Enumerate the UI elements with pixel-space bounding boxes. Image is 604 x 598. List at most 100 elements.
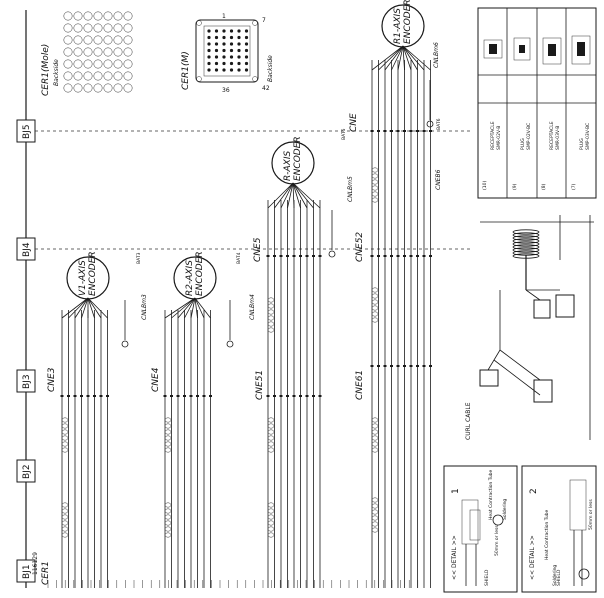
shield-ring [371,191,379,197]
cable-coil-turn [512,241,540,247]
shield-ring [61,508,69,514]
m-pin [214,68,219,72]
encoder-fan-wire [194,297,211,319]
svg-text:SHIELD: SHIELD [484,569,490,586]
mole-pin [123,71,133,81]
shield-ring [267,526,275,532]
svg-text:7: 7 [262,17,266,24]
mole-pin [93,71,103,81]
m-pin [207,48,211,53]
encoder-fan-wire [402,45,425,71]
shield-ring [164,429,172,435]
m-pin [222,42,226,46]
bj5-label: BJ5 [16,119,36,143]
shield-ring [61,520,69,526]
wire-mark [377,130,380,132]
mole-pin [103,11,113,21]
shield-ring [61,441,69,447]
shield-ring [164,514,172,520]
wire-mark [163,395,167,397]
m-pin [207,55,211,59]
mole-pin [83,35,93,45]
svg-text:SMP-02V-BC: SMP-02V-BC [526,123,532,150]
wire-mark [429,130,432,132]
m-pin [207,61,211,66]
svg-text:CER1(M): CER1(M) [181,51,191,90]
m-pin [214,48,219,53]
m-pin [207,35,211,40]
svg-text:R2-AXIS: R2-AXIS [185,260,195,296]
shield-ring [267,532,275,538]
encoder-fan-wire [190,297,196,319]
svg-text:36: 36 [222,87,230,94]
m-pin [222,68,226,72]
wire-mark [279,255,283,257]
wire-mark [422,255,426,257]
encoder-fan-wire [68,297,89,319]
shield-ring [371,441,379,447]
mole-pin [73,47,83,57]
wire-mark [409,130,413,132]
m-pin [214,55,219,59]
mole-pin [103,47,113,57]
battery-terminal [328,250,336,258]
svg-text:R-AXIS: R-AXIS [283,151,293,181]
m-pin [222,61,226,66]
shield-ring [61,526,69,532]
svg-text:CURL CABLE: CURL CABLE [465,402,472,440]
mole-pin [123,83,133,93]
mole-pin [83,83,93,93]
svg-text:CER1(Mole): CER1(Mole) [41,44,51,96]
mole-pin [63,23,73,33]
wire-mark [273,395,276,397]
shield-ring [61,447,69,453]
mole-pin [83,59,93,69]
mole-pin [93,83,103,93]
shield-ring [371,287,379,293]
svg-text:CNLBm4: CNLBm4 [249,294,256,320]
m-pin [244,48,249,53]
mole-pin [73,11,83,21]
mole-pin [123,23,133,33]
m-pin [237,35,241,40]
shield-ring [371,417,379,423]
m-pin [207,29,211,33]
svg-text:50mm or less: 50mm or less [588,499,594,530]
encoder-fan-wire [177,297,196,319]
shield-ring [61,502,69,508]
wire-mark [286,395,289,397]
connector-labels: CNLBm6 CNLBm5 CNLBm3 CNLBm4 CNE CNEB6 CN… [41,42,442,585]
shield-ring [371,173,379,179]
shield-ring [371,167,379,173]
mole-pin [103,83,113,93]
m-pin [244,42,249,46]
shield-ring [267,508,275,514]
cable-coil-turn [512,238,540,244]
wire-mark [196,395,199,397]
shield-ring [267,417,275,423]
wire-mark [183,395,186,397]
cer1-m-housing [195,19,259,83]
shield-ring [61,514,69,520]
wire-mark [370,130,374,132]
mole-pin [83,71,93,81]
svg-text:SMP-03V-BC: SMP-03V-BC [585,123,591,150]
shield-ring [61,423,69,429]
m-pin [244,29,249,33]
wire-mark [292,255,296,257]
shield-ring [267,327,275,333]
shield-ring [371,429,379,435]
svg-text:CNLBm5: CNLBm5 [347,176,354,202]
svg-text:SMR-02V-B: SMR-02V-B [496,126,502,150]
shield-ring [371,311,379,317]
encoder-fan-wire [378,45,404,71]
m-pin [244,61,249,66]
shield-ring [371,197,379,203]
mole-pin [123,59,133,69]
wire-mark [86,395,90,397]
mole-pin [63,35,73,45]
mole-pin [113,11,123,21]
battery-terminal [226,340,234,348]
mole-pin [123,47,133,57]
mole-pin [113,35,123,45]
